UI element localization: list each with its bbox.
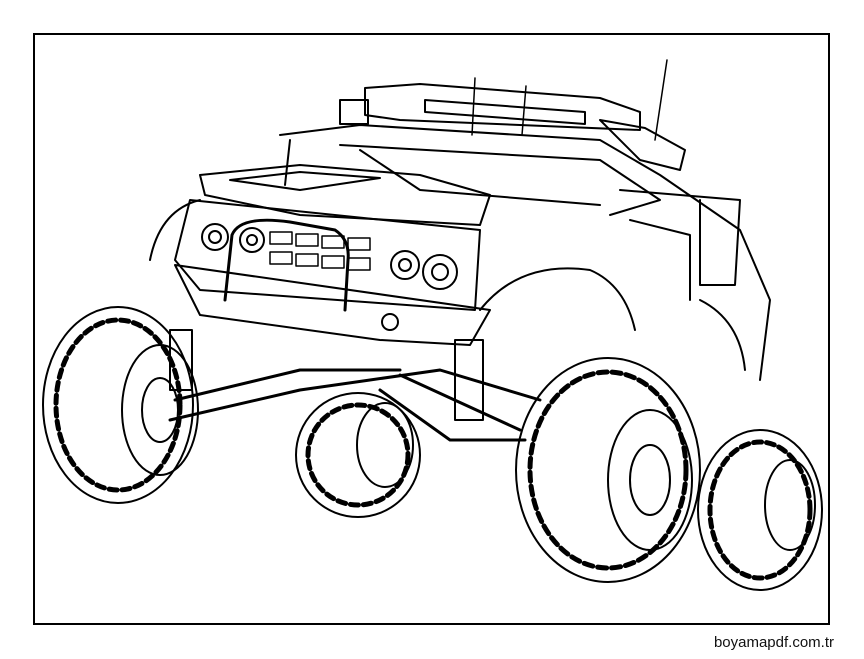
fenders [149, 199, 746, 371]
roof-light-bar [339, 83, 686, 171]
tire-front-left [42, 306, 199, 504]
suspension [168, 329, 542, 442]
tire-rear-right [697, 429, 823, 591]
cab [279, 124, 771, 381]
page-border [33, 33, 830, 625]
tire-rear-left [295, 392, 421, 518]
bumper [174, 218, 491, 346]
hood [199, 164, 491, 226]
tire-front-right [515, 357, 701, 583]
site-credit: boyamapdf.com.tr [713, 634, 834, 651]
grille [174, 199, 481, 311]
